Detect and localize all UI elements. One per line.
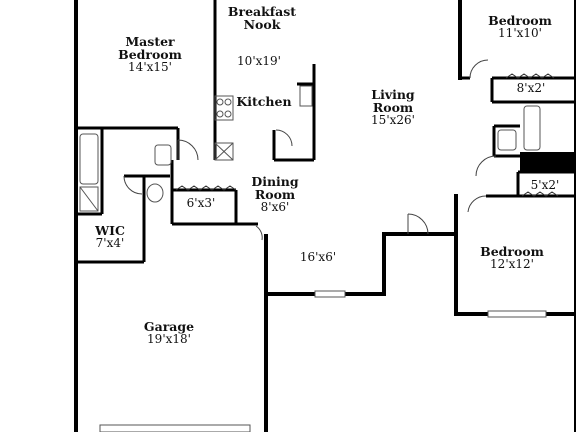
label-closet-top: 8'x2' xyxy=(508,82,554,95)
garage-name: Garage xyxy=(143,319,195,334)
door-swings xyxy=(123,59,497,241)
label-master-bedroom: Master Bedroom 14'x15' xyxy=(104,35,196,74)
closet-doors xyxy=(175,73,559,197)
kitchen-name: Kitchen xyxy=(236,94,292,109)
label-kitchen-dims: 10'x19' xyxy=(228,55,290,68)
door-right-bath xyxy=(475,155,497,177)
range-icon xyxy=(214,95,234,121)
toilet-master xyxy=(146,183,164,203)
breakfast-nook-name-1: Breakfast xyxy=(227,4,297,19)
bedroom-bottom-dims: 12'x12' xyxy=(490,257,534,271)
label-bedroom-bottom: Bedroom 12'x12' xyxy=(470,245,554,271)
closet-top-dims: 8'x2' xyxy=(516,81,546,95)
label-pantry: 6'x3' xyxy=(178,197,224,210)
dining-room-name-1: Dining xyxy=(251,174,299,189)
door-master-bath xyxy=(177,139,199,161)
sink-master xyxy=(154,144,172,166)
hvac-block xyxy=(520,152,576,172)
garage-dims: 19'x18' xyxy=(147,332,191,346)
door-master-toilet xyxy=(123,175,143,195)
door-living-room xyxy=(407,213,429,235)
bedroom-top-dims: 11'x10' xyxy=(498,26,542,40)
breakfast-nook-name-2: Nook xyxy=(243,17,281,32)
exterior-walls xyxy=(74,0,576,432)
kitchen-sink-icon xyxy=(299,85,313,107)
dining-room-name-2: Room xyxy=(254,187,296,202)
wic-dims: 7'x4' xyxy=(95,236,125,250)
door-bedroom-bottom xyxy=(467,195,487,213)
door-dining xyxy=(255,225,263,241)
dining-room-dims: 8'x6' xyxy=(260,200,290,214)
living-room-name-1: Living xyxy=(371,87,415,102)
door-kitchen-island xyxy=(275,129,293,147)
label-breakfast-nook: Breakfast Nook xyxy=(212,5,312,31)
dishwasher-icon xyxy=(214,142,234,161)
bathtub-right xyxy=(523,105,541,151)
label-dining-room: Dining Room 8'x6' xyxy=(240,175,310,214)
hall-dims: 16'x6' xyxy=(299,250,337,264)
bedroom-bottom-name: Bedroom xyxy=(480,244,544,259)
label-garage: Garage 19'x18' xyxy=(128,320,210,346)
closet-small-dims: 5'x2' xyxy=(530,178,560,192)
shower-master xyxy=(79,186,99,212)
bedroom-top-name: Bedroom xyxy=(488,13,552,28)
master-bedroom-name-1: Master xyxy=(125,34,175,49)
interior-walls xyxy=(78,0,576,264)
label-hall: 16'x6' xyxy=(290,251,346,264)
label-closet-small: 5'x2' xyxy=(522,179,568,192)
label-kitchen: Kitchen xyxy=(230,95,298,108)
living-room-name-2: Room xyxy=(372,100,414,115)
label-living-room: Living Room 15'x26' xyxy=(352,88,434,127)
label-bedroom-top: Bedroom 11'x10' xyxy=(476,14,564,40)
wic-name: WIC xyxy=(95,223,125,238)
master-bedroom-name-2: Bedroom xyxy=(118,47,182,62)
garage-door xyxy=(99,424,251,432)
sink-right xyxy=(497,129,517,151)
living-room-dims: 15'x26' xyxy=(371,113,415,127)
pantry-dims: 6'x3' xyxy=(186,196,216,210)
kitchen-dims: 10'x19' xyxy=(237,54,281,68)
door-bedroom-top xyxy=(469,59,489,79)
bathtub-master xyxy=(79,133,99,185)
fixtures xyxy=(79,85,547,432)
window-hall xyxy=(314,290,346,298)
window-bedroom-bottom xyxy=(487,310,547,318)
master-bedroom-dims: 14'x15' xyxy=(128,60,172,74)
label-wic: WIC 7'x4' xyxy=(84,224,136,250)
